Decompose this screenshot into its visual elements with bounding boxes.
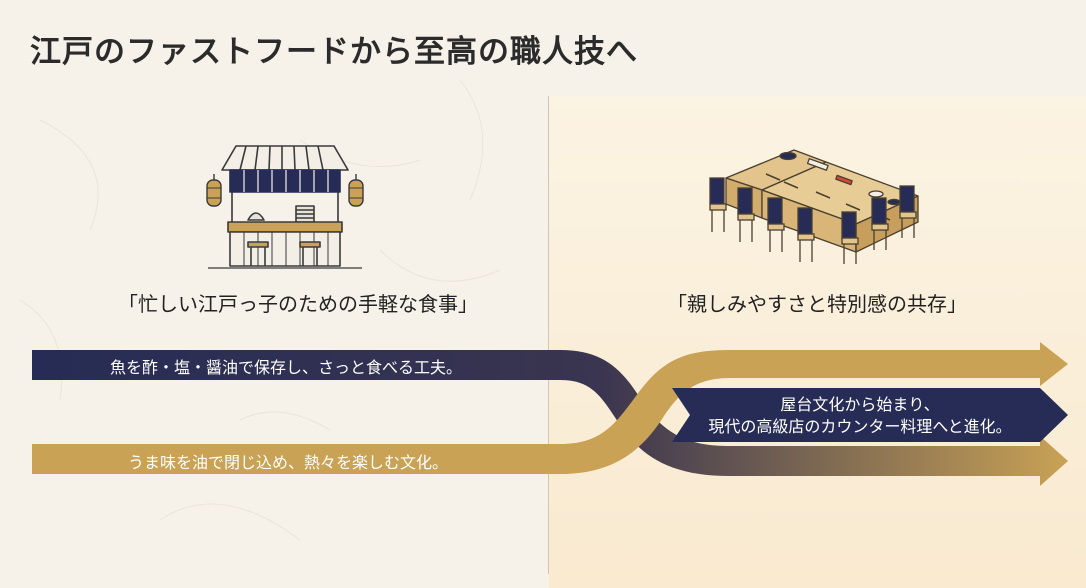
evolution-arrow (672, 388, 1068, 442)
sushi-counter-icon (709, 149, 919, 264)
navy-band-label: 魚を酢・塩・醤油で保存し、さっと食べる工夫。 (110, 358, 463, 377)
gold-band (32, 342, 1068, 474)
page-title: 江戸のファストフードから至高の職人技へ (30, 34, 638, 70)
left-caption: 「忙しい江戸っ子のための手軽な食事」 (118, 292, 478, 316)
gold-band-label: うま味を油で閉じ込め、熱々を楽しむ文化。 (128, 453, 449, 472)
yatai-food-stall-icon (206, 145, 364, 269)
arrow-label-line-2: 現代の高級店のカウンター料理へと進化。 (708, 417, 1012, 436)
center-divider (548, 96, 549, 574)
evolution-arrow-label: 屋台文化から始まり、 現代の高級店のカウンター料理へと進化。 (690, 394, 1030, 438)
arrow-label-line-1: 屋台文化から始まり、 (780, 395, 940, 414)
right-caption: 「親しみやすさと特別感の共存」 (667, 292, 967, 316)
navy-band (32, 350, 1068, 486)
